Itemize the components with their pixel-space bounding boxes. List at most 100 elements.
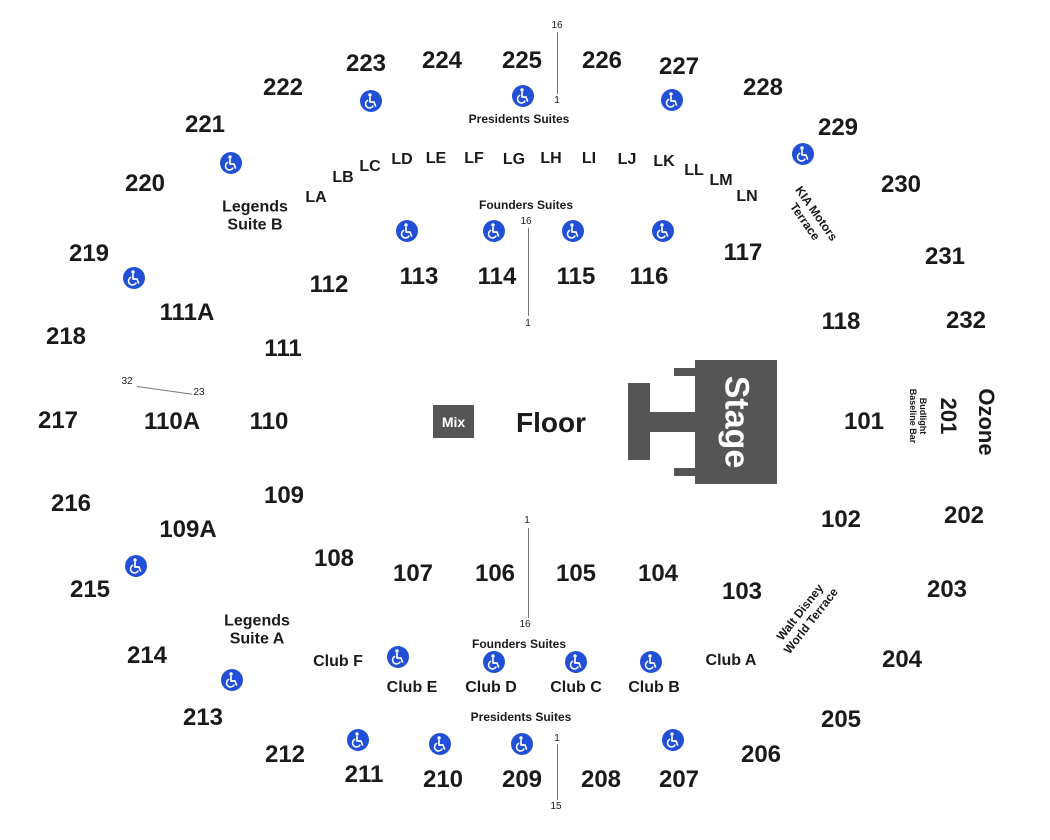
- section-223[interactable]: 223: [345, 50, 387, 77]
- section-230[interactable]: 230: [880, 171, 922, 198]
- suite-lj[interactable]: LJ: [617, 151, 637, 168]
- suite-li[interactable]: LI: [581, 150, 597, 167]
- floor-section[interactable]: Floor: [516, 407, 586, 438]
- section-110[interactable]: 110: [249, 408, 289, 435]
- section-219[interactable]: 219: [68, 240, 110, 267]
- founders-suites-top[interactable]: Founders Suites: [478, 198, 574, 212]
- section-106[interactable]: 106: [474, 560, 516, 587]
- suite-le[interactable]: LE: [425, 150, 447, 167]
- section-226[interactable]: 226: [581, 47, 623, 74]
- row-number: 1: [554, 95, 560, 106]
- wheelchair-icon: [220, 152, 242, 174]
- section-209[interactable]: 209: [501, 766, 543, 793]
- founders-suites-bottom[interactable]: Founders Suites: [471, 637, 567, 651]
- row-divider-founders-top: [528, 228, 529, 316]
- suite-lf[interactable]: LF: [464, 150, 484, 167]
- section-117[interactable]: 117: [723, 239, 763, 266]
- legends-suite-a[interactable]: Legends Suite A: [224, 612, 290, 648]
- section-103[interactable]: 103: [721, 578, 763, 605]
- section-105[interactable]: 105: [555, 560, 597, 587]
- row-divider-top: [557, 32, 558, 94]
- wheelchair-icon: [429, 733, 451, 755]
- section-111a[interactable]: 111A: [159, 299, 215, 326]
- budlight-baseline-bar[interactable]: Budlight Baseline Bar: [908, 388, 928, 444]
- section-207[interactable]: 207: [658, 766, 700, 793]
- presidents-suites-bottom[interactable]: Presidents Suites: [470, 710, 572, 724]
- suite-ll[interactable]: LL: [684, 162, 704, 179]
- wheelchair-icon: [483, 651, 505, 673]
- section-217[interactable]: 217: [37, 407, 79, 434]
- section-203[interactable]: 203: [926, 576, 968, 603]
- suite-lh[interactable]: LH: [540, 150, 562, 167]
- section-222[interactable]: 222: [262, 74, 304, 101]
- stage[interactable]: [695, 360, 777, 484]
- section-231[interactable]: 231: [924, 243, 966, 270]
- section-114[interactable]: 114: [477, 263, 517, 290]
- suite-lk[interactable]: LK: [653, 153, 675, 170]
- suite-ln[interactable]: LN: [736, 188, 758, 205]
- section-116[interactable]: 116: [629, 263, 669, 290]
- section-111[interactable]: 111: [264, 335, 302, 362]
- wheelchair-icon: [123, 267, 145, 289]
- section-109[interactable]: 109: [263, 482, 305, 509]
- section-212[interactable]: 212: [264, 741, 306, 768]
- section-115[interactable]: 115: [556, 263, 596, 290]
- club-a[interactable]: Club A: [705, 652, 757, 669]
- section-109a[interactable]: 109A: [159, 516, 217, 543]
- section-205[interactable]: 205: [820, 706, 862, 733]
- section-215[interactable]: 215: [69, 576, 111, 603]
- section-218[interactable]: 218: [45, 323, 87, 350]
- section-201[interactable]: 201: [936, 397, 961, 435]
- club-f[interactable]: Club F: [313, 653, 363, 670]
- suite-ld[interactable]: LD: [391, 151, 413, 168]
- section-228[interactable]: 228: [742, 74, 784, 101]
- section-224[interactable]: 224: [421, 47, 463, 74]
- section-113[interactable]: 113: [399, 263, 439, 290]
- row-number: 15: [550, 801, 562, 812]
- section-227[interactable]: 227: [658, 53, 700, 80]
- section-211[interactable]: 211: [344, 761, 384, 788]
- section-104[interactable]: 104: [637, 560, 679, 587]
- section-206[interactable]: 206: [740, 741, 782, 768]
- section-208[interactable]: 208: [580, 766, 622, 793]
- stage-label: Stage: [717, 375, 756, 469]
- wheelchair-icon: [347, 729, 369, 751]
- section-101[interactable]: 101: [843, 408, 885, 435]
- section-110a[interactable]: 110A: [143, 408, 201, 435]
- row-number: 16: [520, 216, 532, 227]
- section-210[interactable]: 210: [422, 766, 464, 793]
- suite-la[interactable]: LA: [305, 189, 327, 206]
- club-e[interactable]: Club E: [386, 679, 438, 696]
- section-118[interactable]: 118: [821, 308, 861, 335]
- wheelchair-icon: [565, 651, 587, 673]
- section-216[interactable]: 216: [50, 490, 92, 517]
- club-b[interactable]: Club B: [628, 679, 680, 696]
- section-108[interactable]: 108: [313, 545, 355, 572]
- presidents-suites-top[interactable]: Presidents Suites: [468, 112, 570, 126]
- club-c[interactable]: Club C: [550, 679, 602, 696]
- section-225[interactable]: 225: [501, 47, 543, 74]
- ozone-area[interactable]: Ozone: [974, 388, 999, 456]
- section-202[interactable]: 202: [943, 502, 985, 529]
- section-232[interactable]: 232: [945, 307, 987, 334]
- suite-lb[interactable]: LB: [332, 169, 354, 186]
- suite-lm[interactable]: LM: [709, 172, 733, 189]
- row-number: 16: [551, 20, 563, 31]
- suite-lc[interactable]: LC: [359, 158, 381, 175]
- section-229[interactable]: 229: [817, 114, 859, 141]
- suite-lg[interactable]: LG: [502, 151, 526, 168]
- section-112[interactable]: 112: [309, 271, 349, 298]
- section-102[interactable]: 102: [820, 506, 862, 533]
- wheelchair-icon: [221, 669, 243, 691]
- section-204[interactable]: 204: [881, 646, 923, 673]
- mix-position: Mix: [433, 405, 474, 438]
- legends-suite-b[interactable]: Legends Suite B: [222, 198, 288, 234]
- section-213[interactable]: 213: [182, 704, 224, 731]
- section-221[interactable]: 221: [184, 111, 226, 138]
- section-214[interactable]: 214: [126, 642, 168, 669]
- club-d[interactable]: Club D: [465, 679, 517, 696]
- section-220[interactable]: 220: [124, 170, 166, 197]
- section-107[interactable]: 107: [392, 560, 434, 587]
